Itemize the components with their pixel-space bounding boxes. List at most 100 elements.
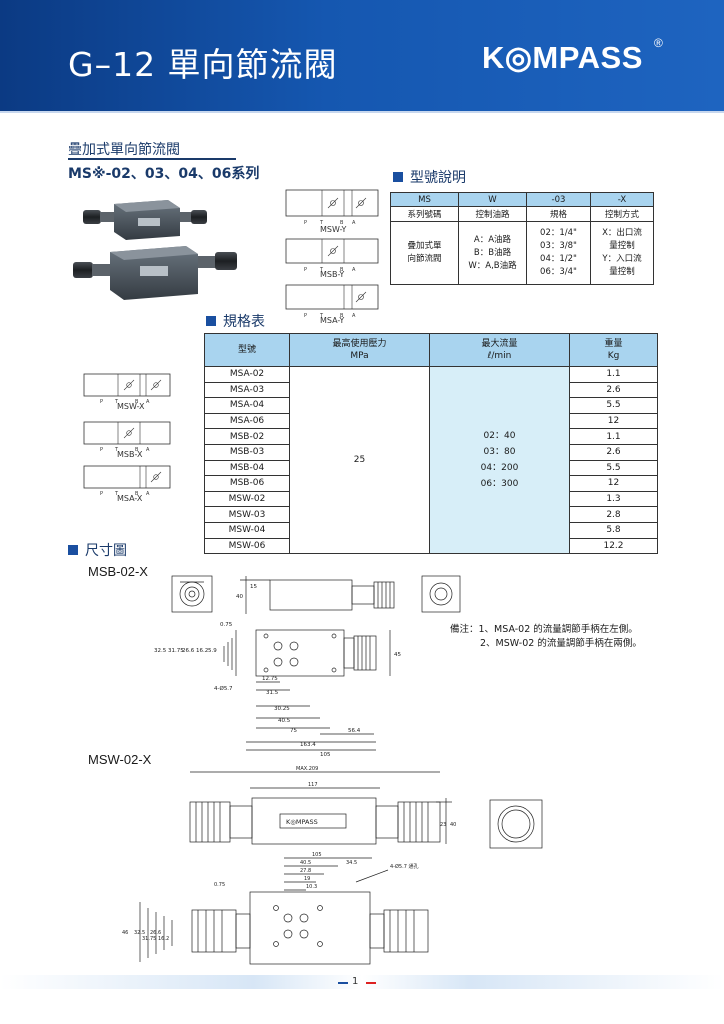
- dim-label: 23: [440, 822, 446, 828]
- symbol-label: MSA-Y: [320, 316, 345, 325]
- svg-text:P: P: [100, 491, 103, 497]
- square-bullet-icon: [393, 172, 403, 182]
- svg-text:B: B: [135, 491, 139, 497]
- model-cell: MSW-03: [204, 506, 290, 523]
- model-cell: MSB-02: [204, 428, 290, 445]
- flow-value: 06：300: [480, 479, 519, 490]
- model-cell: MSA-06: [204, 412, 290, 430]
- weight-cell: 1.1: [569, 366, 658, 383]
- cell-line: Y：入口流: [602, 254, 642, 264]
- header-pressure: 最高使用壓力 MPa: [289, 333, 430, 367]
- cell-line: 疊加式單: [407, 241, 442, 251]
- dim-label: 40.5: [278, 718, 291, 724]
- header-unit: ℓ/min: [487, 351, 512, 361]
- svg-text:P: P: [304, 313, 307, 319]
- dim-label: MAX.209: [296, 766, 318, 772]
- table-row: MSW-02 1.3: [204, 490, 658, 508]
- header-unit: Kg: [607, 351, 620, 361]
- dim-label: 4-Ø5.7 通孔: [390, 863, 418, 870]
- header-flow: 最大流量 ℓ/min: [429, 333, 570, 367]
- dim-label: 40: [236, 594, 243, 600]
- dim-label: 75: [290, 728, 297, 734]
- product-photo: [73, 200, 237, 300]
- flow-value: 04：200: [480, 463, 519, 474]
- pressure-cell: 25: [289, 365, 430, 555]
- svg-text:P: P: [304, 267, 307, 273]
- svg-text:A: A: [146, 447, 150, 453]
- dim-label: 30.25: [274, 706, 290, 712]
- table-header-row: 型號 最高使用壓力 MPa 最大流量 ℓ/min 重量 Kg: [204, 333, 658, 367]
- dim-label: 46: [122, 930, 128, 936]
- page-number: 1: [352, 976, 359, 987]
- page-header: G–12 單向節流閥 K◎MPASS ®: [0, 0, 724, 111]
- dim-label: 27.8: [300, 868, 311, 874]
- model-cell: MSW-02: [204, 490, 290, 508]
- weight-cell: 2.6: [569, 443, 658, 461]
- notes: 備注：1、MSA-02 的流量調節手柄在左側。 2、MSW-02 的流量調節手柄…: [450, 623, 642, 651]
- table-cell: 規格: [526, 206, 591, 222]
- weight-cell: 1.3: [569, 490, 658, 508]
- table-cell: -03: [526, 192, 591, 207]
- svg-text:B: B: [340, 220, 344, 226]
- svg-text:B: B: [340, 267, 344, 273]
- svg-text:A: A: [352, 220, 356, 226]
- weight-cell: 12: [569, 412, 658, 430]
- series-title: MS※-02、03、04、06系列: [68, 166, 260, 182]
- dim-label: 4-Ø5.7: [214, 685, 233, 692]
- svg-text:A: A: [146, 399, 150, 405]
- cell-line: 04：1/2": [540, 254, 577, 264]
- table-row: MSA-06 12: [204, 412, 658, 430]
- symbol-label: MSW-Y: [320, 225, 347, 234]
- model-cell: MSA-03: [204, 381, 290, 399]
- dim-label: 31.75: [168, 648, 184, 654]
- cell-line: 06：3/4": [540, 267, 577, 277]
- weight-cell: 2.8: [569, 506, 658, 523]
- table-cell: MS: [390, 192, 459, 207]
- model-cell: MSB-06: [204, 475, 290, 492]
- weight-cell: 12: [569, 475, 658, 492]
- dim-label: 0.75: [214, 882, 225, 888]
- weight-cell: 12.2: [569, 537, 658, 555]
- cell-line: 向節流閥: [407, 254, 442, 264]
- dim-label: 32.5: [154, 648, 167, 654]
- dim-label: 31.5: [266, 690, 279, 696]
- table-cell: 疊加式單 向節流閥: [390, 221, 459, 285]
- header-unit: MPa: [350, 351, 369, 361]
- svg-text:T: T: [319, 313, 324, 319]
- square-bullet-icon: [206, 316, 216, 326]
- msb-drawing: 15 40 32.5 31.75 26.6 16.2 5.9 0.75 45 1…: [154, 575, 461, 756]
- symbol-label: MSA-X: [117, 494, 143, 503]
- svg-text:A: A: [352, 267, 356, 273]
- svg-text:B: B: [135, 399, 139, 405]
- section-dimensions: 尺寸圖: [68, 540, 127, 560]
- symbol-label: MSW-X: [117, 402, 145, 411]
- symbol-label: MSB-Y: [320, 270, 345, 279]
- svg-text:T: T: [319, 267, 324, 273]
- table-row: MS W -03 -X: [390, 192, 654, 207]
- table-cell: 控制油路: [458, 206, 527, 222]
- msw-drawing: MAX.209 117 23 40 105 40.5 34.5 27.8 19 …: [122, 766, 543, 965]
- svg-text:T: T: [114, 399, 119, 405]
- dim-label: 16.2: [196, 648, 208, 654]
- cell-line: B：B油路: [473, 247, 512, 258]
- dim-label: 105: [320, 752, 331, 756]
- note-line: 2、MSW-02 的流量調節手柄在兩側。: [480, 638, 642, 649]
- section-spec: 規格表: [206, 311, 265, 331]
- product-subtitle: 疊加式單向節流閥: [68, 142, 180, 158]
- dim-label: 0.75: [220, 622, 233, 628]
- cell-line: A：A油路: [473, 234, 512, 245]
- svg-text:P: P: [100, 447, 103, 453]
- dim-label: 40: [450, 822, 456, 828]
- note-line: 備注：1、MSA-02 的流量調節手柄在左側。: [450, 624, 638, 635]
- model-cell: MSB-03: [204, 443, 290, 461]
- header-line: 重量: [604, 339, 623, 349]
